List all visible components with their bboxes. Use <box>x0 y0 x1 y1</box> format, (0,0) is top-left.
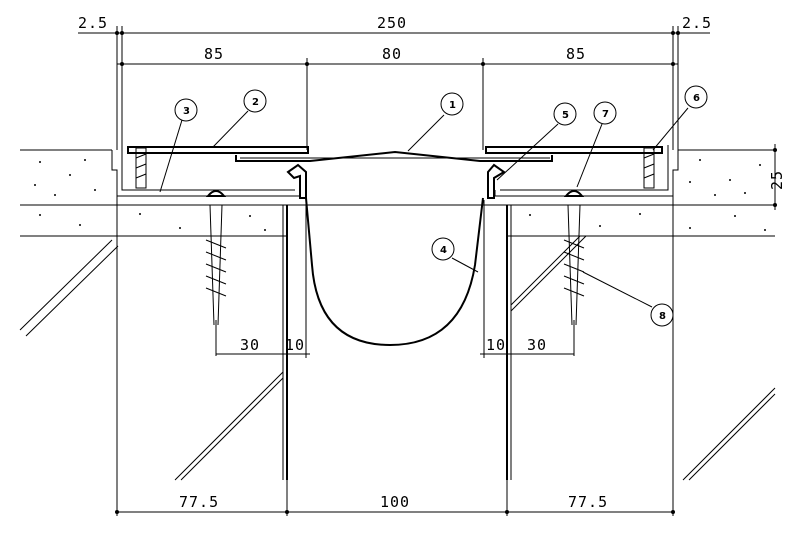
floor-slab <box>19 149 776 481</box>
dim-right-segment: 85 <box>566 45 586 63</box>
callout-8: 8 <box>582 271 674 327</box>
callout-3: 3 <box>159 98 198 193</box>
dim-center-segment: 80 <box>382 45 402 63</box>
top-dimension-chain: 2.5 250 2.5 <box>78 14 712 150</box>
dim-left-anchor-offset: 30 <box>240 336 260 354</box>
callout-7: 7 <box>576 101 617 188</box>
svg-text:7: 7 <box>602 109 609 120</box>
svg-text:6: 6 <box>693 93 700 104</box>
callout-6: 6 <box>652 85 708 151</box>
dim-bottom-center: 100 <box>380 493 410 511</box>
svg-text:3: 3 <box>183 106 190 117</box>
svg-text:8: 8 <box>659 311 666 322</box>
callouts: 1 2 3 4 5 6 7 <box>159 85 708 327</box>
svg-text:4: 4 <box>440 245 447 256</box>
callout-2: 2 <box>212 89 267 148</box>
callout-1: 1 <box>407 92 464 152</box>
svg-text:1: 1 <box>449 100 456 111</box>
anchor-right <box>563 190 585 326</box>
segment-dimension-chain: 85 80 85 <box>117 45 678 150</box>
dim-left-segment: 85 <box>204 45 224 63</box>
dim-right-anchor-offset: 30 <box>527 336 547 354</box>
anchor-dimension-chain: 30 10 10 30 <box>215 200 575 358</box>
dim-profile-height: 25 <box>768 170 786 190</box>
dim-bottom-left: 77.5 <box>179 493 219 511</box>
dim-right-gap: 10 <box>486 336 506 354</box>
height-dimension: 25 <box>768 144 786 210</box>
joint-profile <box>111 145 679 347</box>
bottom-dimension-chain: 77.5 100 77.5 <box>115 196 675 516</box>
dim-overall-width: 250 <box>377 14 407 32</box>
svg-text:2: 2 <box>252 97 259 108</box>
dim-right-edge: 2.5 <box>682 14 712 32</box>
structure-hatch <box>19 235 776 481</box>
concrete-stipple <box>34 159 766 231</box>
dim-left-edge: 2.5 <box>78 14 108 32</box>
svg-text:5: 5 <box>562 110 569 121</box>
callout-4: 4 <box>431 237 479 273</box>
dim-bottom-right: 77.5 <box>568 493 608 511</box>
dim-left-gap: 10 <box>285 336 305 354</box>
callout-5: 5 <box>496 102 577 181</box>
anchor-left <box>205 190 227 326</box>
